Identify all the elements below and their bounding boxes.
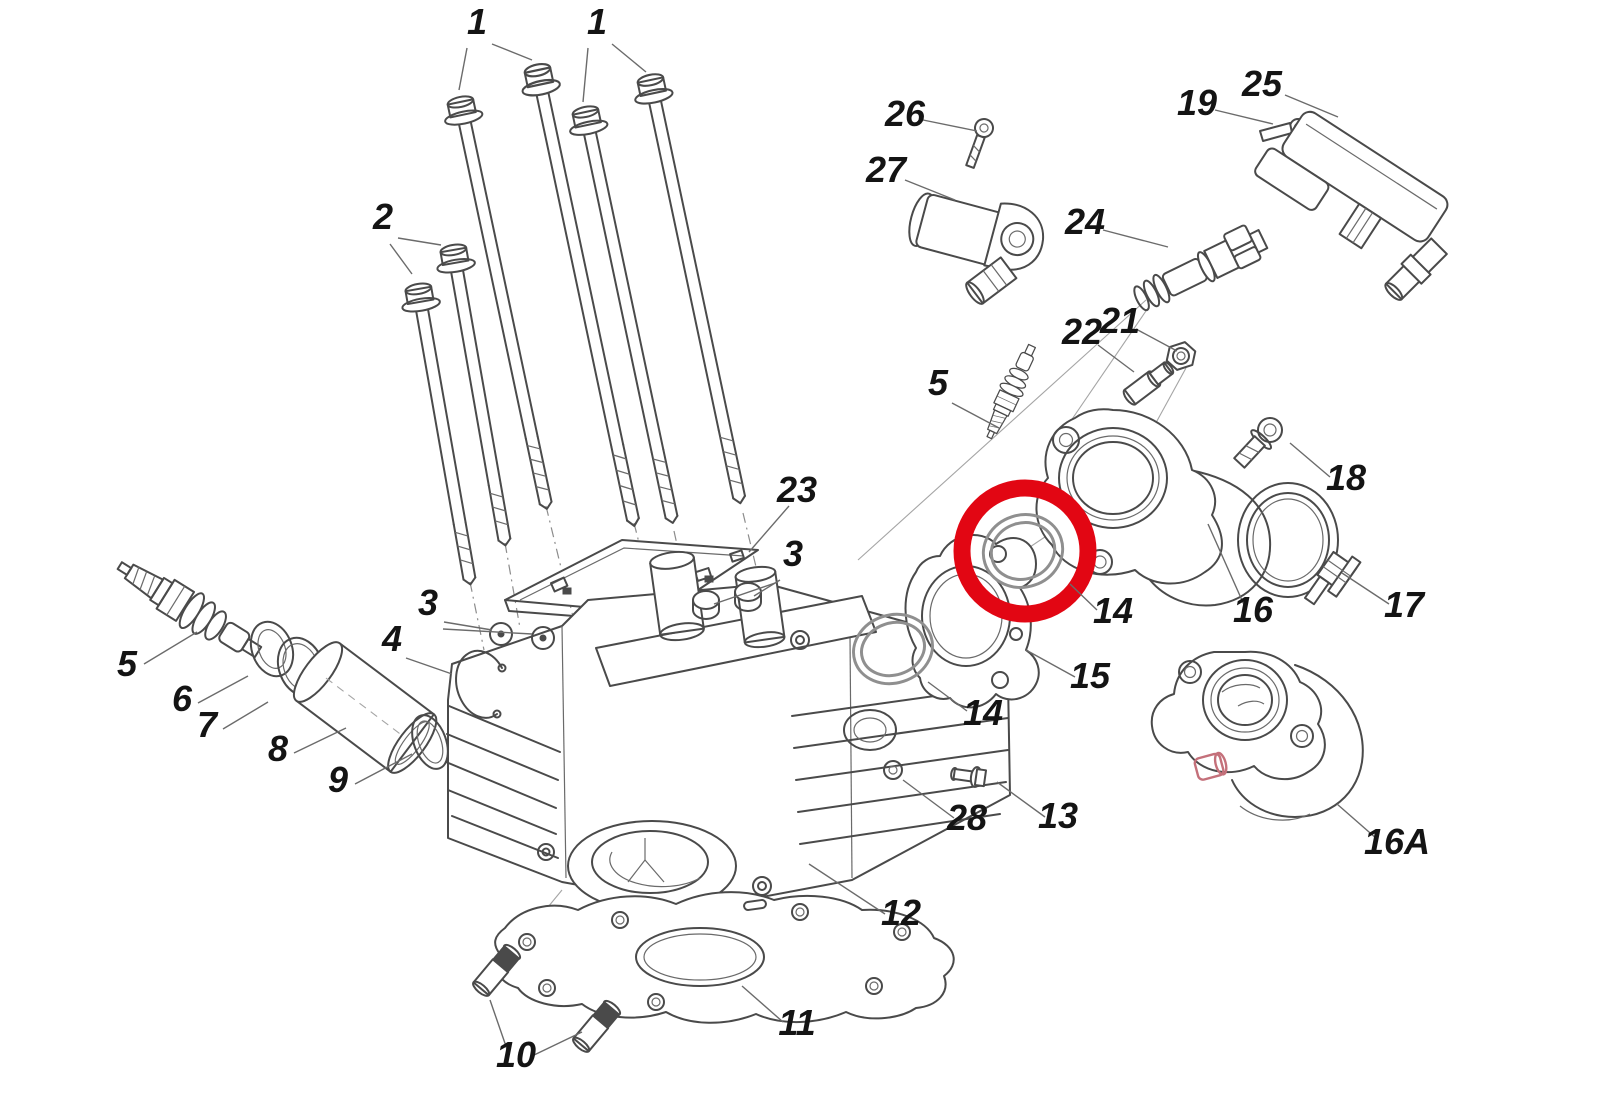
part-label-24: 24 — [1064, 201, 1105, 242]
part-label-11: 11 — [778, 1002, 815, 1043]
part-label-5-right: 5 — [928, 362, 949, 403]
part-label-28: 28 — [946, 797, 987, 838]
part-label-9: 9 — [328, 759, 348, 800]
highlight-circle — [953, 479, 1097, 623]
part-spark-plug-right — [977, 340, 1044, 444]
part-dowel-stud-10b — [572, 999, 622, 1053]
part-label-18: 18 — [1326, 457, 1366, 498]
part-oring-9 — [411, 714, 449, 770]
part-washer-28 — [883, 760, 903, 780]
part-head-bolt-short-1 — [397, 279, 491, 589]
part-label-1b: 1 — [587, 1, 607, 42]
leader-lines — [143, 43, 1390, 1057]
part-label-1a: 1 — [467, 1, 487, 42]
part-oring-6 — [249, 620, 295, 678]
part-oring-14-highlighted — [981, 513, 1065, 589]
part-label-10: 10 — [496, 1034, 536, 1075]
part-head-bolt-long-2 — [516, 59, 655, 531]
part-head-bolt-long-3 — [564, 102, 693, 528]
part-label-14-highlighted: 14 — [1093, 590, 1133, 631]
part-label-3-right: 3 — [783, 533, 803, 574]
part-label-17: 17 — [1384, 584, 1426, 625]
cooling-fins-left — [445, 705, 561, 859]
pink-nipple — [1193, 751, 1228, 781]
part-label-27: 27 — [865, 149, 908, 190]
part-bolt-18 — [1233, 417, 1283, 469]
part-valve-seals — [489, 622, 555, 650]
part-label-4: 4 — [381, 618, 402, 659]
part-label-2: 2 — [372, 196, 393, 237]
part-oring-14-left — [852, 612, 934, 686]
part-label-16: 16 — [1233, 589, 1274, 630]
part-labels: 1 1 2 3 3 4 5 5 6 7 8 9 10 11 12 13 14 1… — [117, 1, 1430, 1075]
part-label-15: 15 — [1070, 655, 1111, 696]
part-label-3-left: 3 — [418, 582, 438, 623]
part-label-14-left: 14 — [963, 692, 1003, 733]
part-intake-manifold-16a — [1150, 650, 1364, 821]
part-coupling-clamp-17 — [1237, 482, 1362, 606]
part-label-12: 12 — [881, 892, 921, 933]
part-plug-tube-8 — [292, 641, 438, 774]
part-label-5-left: 5 — [117, 643, 138, 684]
part-label-7: 7 — [197, 704, 219, 745]
part-label-25: 25 — [1241, 63, 1283, 104]
part-dowel-stud-10a — [472, 943, 522, 997]
part-head-gasket-11 — [494, 891, 955, 1024]
part-label-23: 23 — [776, 469, 817, 510]
part-stud-22 — [1122, 361, 1175, 406]
part-screw-13 — [950, 766, 988, 788]
part-map-sensor-27 — [908, 192, 1044, 305]
part-label-21: 21 — [1099, 300, 1140, 341]
part-circlip-4 — [455, 649, 507, 719]
part-head-bolt-short-2 — [432, 240, 526, 550]
part-label-13: 13 — [1038, 795, 1078, 836]
part-label-19: 19 — [1177, 82, 1217, 123]
part-label-6: 6 — [172, 678, 193, 719]
part-screw-26 — [965, 118, 994, 169]
part-label-22: 22 — [1061, 311, 1102, 352]
part-label-26: 26 — [884, 93, 926, 134]
part-fuel-rail-25 — [1254, 110, 1449, 301]
part-label-16a: 16A — [1364, 821, 1430, 862]
part-label-8: 8 — [268, 728, 288, 769]
part-injector-24 — [1133, 224, 1269, 312]
part-head-bolt-long-1 — [439, 92, 567, 514]
